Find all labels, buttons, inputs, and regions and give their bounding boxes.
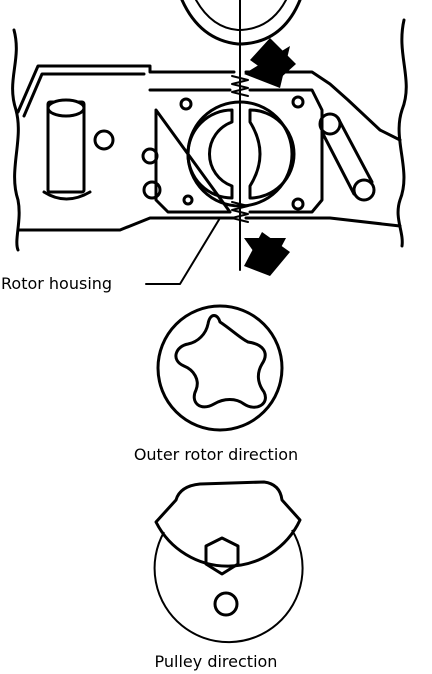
housing-plate-outline <box>16 64 402 142</box>
bolt-hole-5 <box>291 95 305 109</box>
pulley-direction-label: Pulley direction <box>154 652 278 671</box>
upper-alignment-mark <box>231 75 249 97</box>
outer-rotor-illustration <box>156 304 284 432</box>
pulley-small-hole <box>213 591 239 617</box>
oil-pipe-base <box>42 190 92 201</box>
housing-plate-inner-edge <box>22 72 146 118</box>
rotor-housing-leader <box>145 217 221 285</box>
bolt-hole-3 <box>142 180 162 200</box>
pulley-illustration <box>153 480 304 644</box>
bolt-hole-6 <box>182 194 194 206</box>
bolt-hole-1 <box>93 129 115 151</box>
bracket-bottom-ring <box>352 178 376 202</box>
flange-plate <box>148 88 324 214</box>
bolt-hole-7 <box>291 197 305 211</box>
pulley-hex-nut <box>204 536 240 576</box>
rotor-right-crescent <box>248 108 296 200</box>
pulley-outer-profile <box>154 480 302 568</box>
bolt-hole-4 <box>179 97 193 111</box>
rotor-housing-label: Rotor housing <box>1 274 113 293</box>
pump-body-illustration <box>11 0 408 285</box>
outer-rotor-rim <box>156 304 284 432</box>
bolt-hole-2 <box>141 147 159 165</box>
outer-rotor-direction-label: Outer rotor direction <box>133 445 299 464</box>
oil-pipe-top <box>46 98 86 118</box>
pulley-inner-rim <box>153 529 304 644</box>
bracket-arm <box>320 116 374 196</box>
rotor-left-crescent <box>186 108 234 200</box>
housing-bottom-edge <box>16 216 402 232</box>
upper-pulley-outline <box>180 0 302 46</box>
left-break-line <box>11 28 21 252</box>
outer-rotor-star-cavity <box>174 314 267 409</box>
upper-arrow-head-icon <box>244 46 290 88</box>
lower-arrow-head-icon <box>244 238 286 272</box>
upper-pulley-inner <box>195 0 287 31</box>
lower-alignment-mark <box>231 201 249 223</box>
right-break-line <box>396 18 408 248</box>
